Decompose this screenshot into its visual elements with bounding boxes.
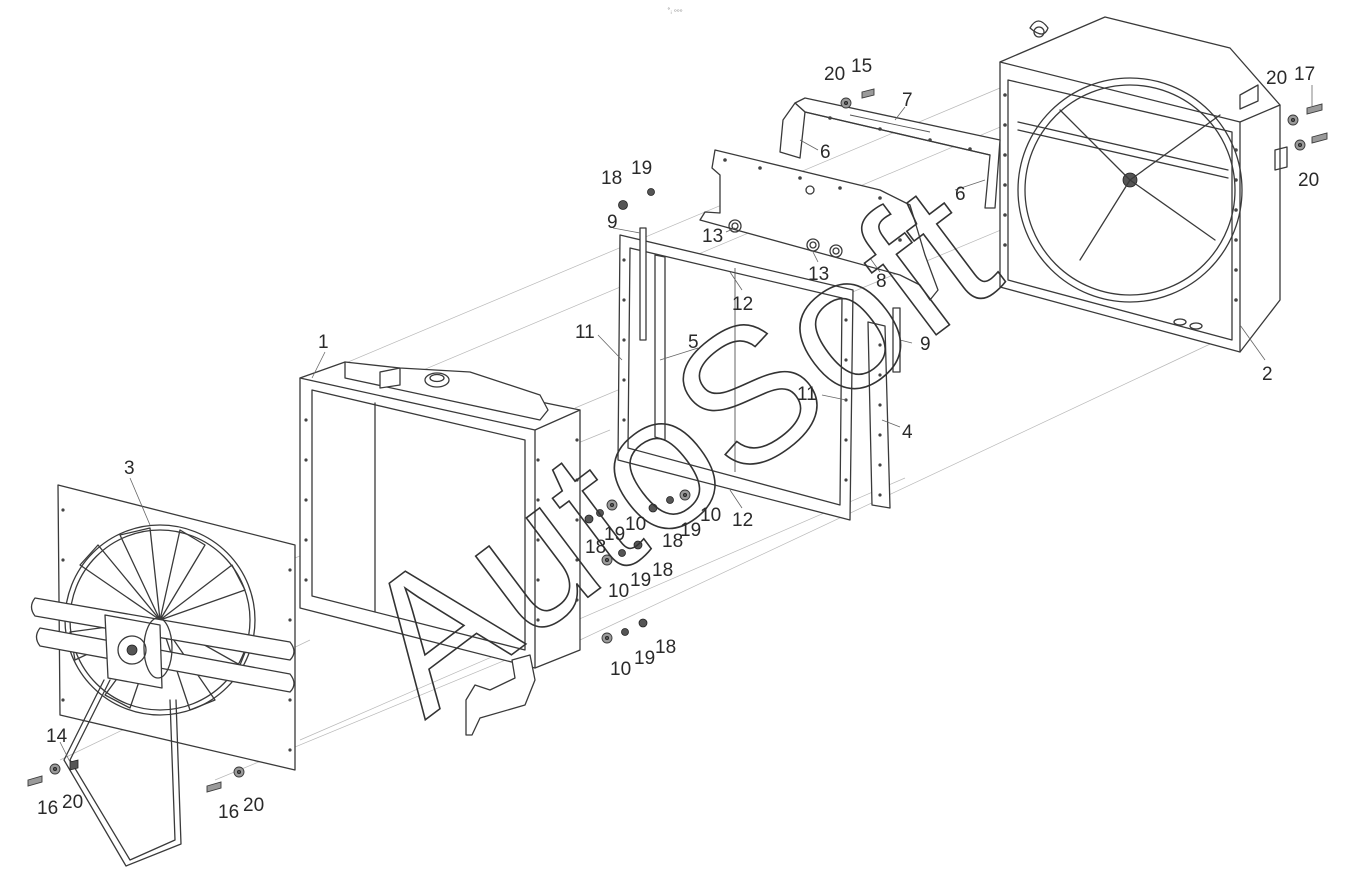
callout-9: 9 <box>920 334 931 355</box>
seal-strips <box>639 227 901 373</box>
callout-19: 19 <box>631 158 652 179</box>
callout-7: 7 <box>902 90 913 111</box>
callout-20: 20 <box>1298 170 1319 191</box>
radiator-core <box>299 361 581 736</box>
fasteners <box>27 88 1328 793</box>
callout-10: 10 <box>608 581 629 602</box>
callout-11: 11 <box>575 322 595 343</box>
callout-19: 19 <box>680 520 701 541</box>
callout-20: 20 <box>62 792 83 813</box>
callout-13: 13 <box>702 226 723 247</box>
seal-frame <box>617 234 854 521</box>
callout-15: 15 <box>851 56 872 77</box>
top-mark: ˚ᵢ ᵒᵒᵒ <box>667 8 683 16</box>
top-bracket <box>779 97 1001 209</box>
callout-1: 1 <box>318 332 329 353</box>
callout-14: 14 <box>46 726 68 747</box>
callout-20: 20 <box>243 795 264 816</box>
callout-5: 5 <box>688 332 699 353</box>
callout-20: 20 <box>1266 68 1287 89</box>
callout-labels: 1 2 3 4 5 6 6 7 8 9 9 10 10 10 10 11 11 … <box>37 56 1319 823</box>
callout-16: 16 <box>37 798 58 819</box>
callout-10: 10 <box>610 659 631 680</box>
callout-16: 16 <box>218 802 239 823</box>
callout-10: 10 <box>625 514 646 535</box>
callout-6: 6 <box>820 142 831 163</box>
leader-lines <box>59 85 1313 763</box>
callout-13: 13 <box>808 264 829 285</box>
callout-8: 8 <box>876 271 887 292</box>
callout-12: 12 <box>732 510 753 531</box>
callout-10: 10 <box>700 505 721 526</box>
callout-18: 18 <box>662 531 683 552</box>
callout-18: 18 <box>655 637 676 658</box>
callout-4: 4 <box>902 422 913 443</box>
side-seal <box>867 321 891 509</box>
callout-6: 6 <box>955 184 966 205</box>
callout-19: 19 <box>630 570 651 591</box>
callout-18: 18 <box>601 168 622 189</box>
fan-shroud <box>999 16 1288 353</box>
callout-9: 9 <box>607 212 618 233</box>
cover-plate <box>699 149 939 301</box>
grommets <box>728 219 843 258</box>
callout-19: 19 <box>634 648 655 669</box>
callout-18: 18 <box>585 537 606 558</box>
callout-11: 11 <box>797 384 817 405</box>
callout-12: 12 <box>732 294 753 315</box>
callout-19: 19 <box>604 524 625 545</box>
callout-17: 17 <box>1294 64 1315 85</box>
callout-18: 18 <box>652 560 673 581</box>
callout-2: 2 <box>1262 364 1273 385</box>
callout-20: 20 <box>824 64 845 85</box>
callout-3: 3 <box>124 458 135 479</box>
fan-assembly <box>30 484 296 867</box>
